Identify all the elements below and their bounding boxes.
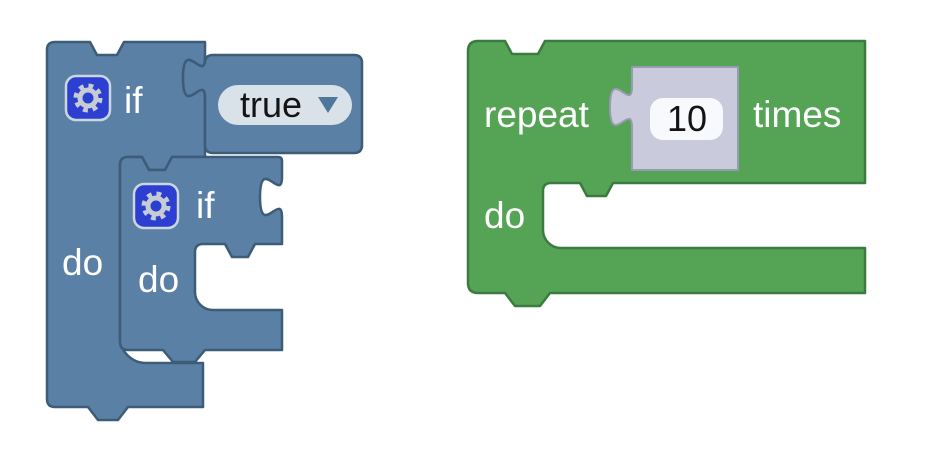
dropdown-field-background[interactable] xyxy=(218,85,352,125)
do-label: do xyxy=(138,259,179,300)
number-field-background[interactable] xyxy=(650,98,723,140)
gear-teeth-icon xyxy=(73,83,103,113)
if-label: if xyxy=(124,80,143,121)
number-field-value[interactable]: 10 xyxy=(667,98,707,139)
gear-badge-background[interactable] xyxy=(132,182,180,230)
gear-badge-background[interactable] xyxy=(64,74,112,122)
do-label: do xyxy=(62,242,103,283)
mutator-gear-icon[interactable] xyxy=(64,74,112,122)
logic-boolean-block[interactable]: true xyxy=(181,53,364,155)
mutator-gear-icon[interactable] xyxy=(132,182,180,230)
if-block-nested[interactable]: if do xyxy=(118,155,284,364)
do-label: do xyxy=(484,195,525,236)
repeat-label: repeat xyxy=(484,94,590,135)
if-block-outer[interactable]: if do true if do xyxy=(45,40,364,422)
chevron-down-icon xyxy=(318,97,338,113)
dropdown-value[interactable]: true xyxy=(240,84,302,125)
if-label: if xyxy=(196,185,215,226)
condition-dropdown[interactable]: true xyxy=(218,84,352,125)
repeat-block-body[interactable] xyxy=(466,39,867,308)
number-shadow-block[interactable]: 10 xyxy=(609,66,739,171)
gear-ring-icon xyxy=(77,87,99,109)
times-label: times xyxy=(753,94,841,135)
gear-ring-icon xyxy=(145,195,167,217)
repeat-block[interactable]: repeat 10 times do xyxy=(466,39,867,308)
gear-teeth-icon xyxy=(141,191,171,221)
